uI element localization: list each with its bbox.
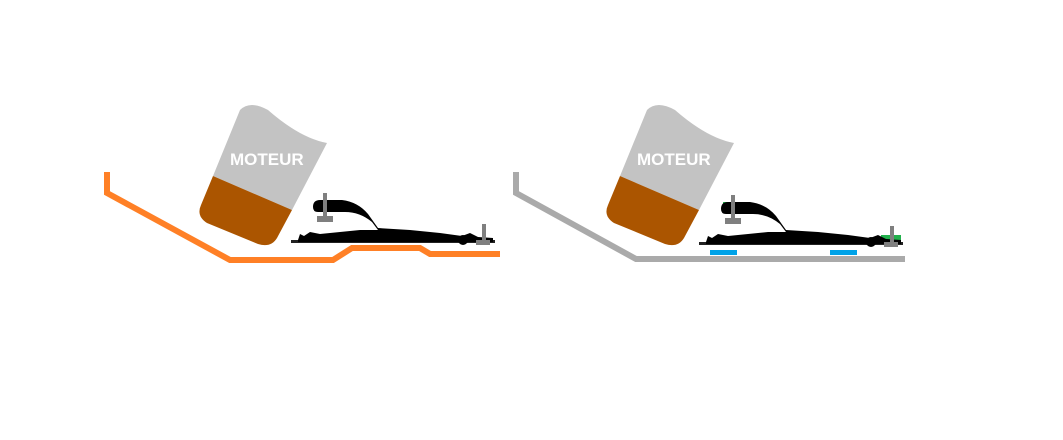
blue-pad	[710, 250, 737, 255]
blue-pad	[830, 250, 857, 255]
motor-label: MOTEUR	[637, 150, 711, 169]
motor-label: MOTEUR	[230, 150, 304, 169]
gray-rail	[513, 172, 905, 262]
mechanism	[291, 193, 495, 245]
motor	[199, 105, 327, 246]
orange-rail	[104, 172, 500, 263]
diagram-right: MOTEUR	[513, 105, 905, 262]
mechanism	[699, 195, 903, 247]
diagram-left: MOTEUR	[104, 105, 500, 263]
motor	[606, 105, 734, 246]
